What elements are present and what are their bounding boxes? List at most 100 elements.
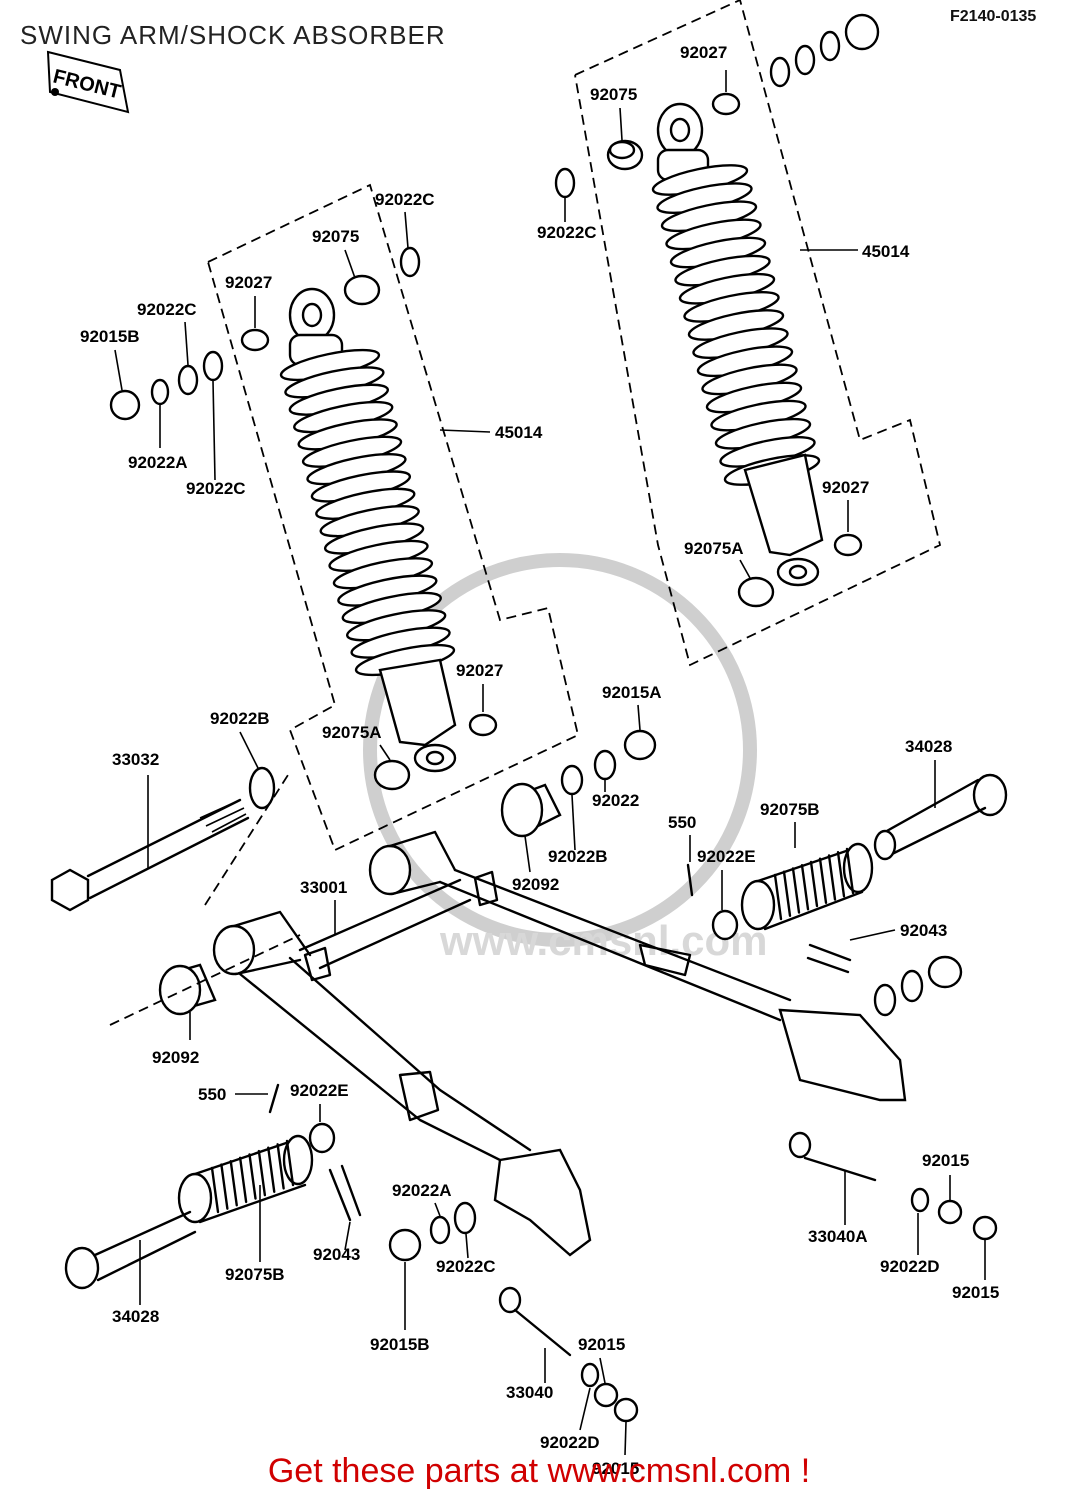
part-label-92022c-right: 92022C xyxy=(537,223,597,242)
leader-line-92015-bottom-2 xyxy=(624,1421,627,1456)
sleeve-rib xyxy=(791,867,801,914)
part-label-92022c-bottom: 92022C xyxy=(436,1257,496,1276)
sleeve-rib xyxy=(267,1146,276,1193)
washer-92022c-right xyxy=(554,167,576,199)
washer-92022 xyxy=(593,749,617,781)
left-lower-hardware xyxy=(64,963,639,1423)
washer-92022a-bottom xyxy=(429,1215,451,1245)
part-label-550-left: 550 xyxy=(198,1085,226,1104)
part-label-92022: 92022 xyxy=(592,791,639,810)
sleeve-rib xyxy=(845,847,855,895)
sleeve-rib xyxy=(809,860,819,908)
page-title: SWING ARM/SHOCK ABSORBER xyxy=(20,20,446,50)
part-label-92022e-right: 92022E xyxy=(697,847,756,866)
washer-92022d-bottom xyxy=(580,1362,600,1388)
part-label-34028-left: 34028 xyxy=(112,1307,159,1326)
part-label-33032: 33032 xyxy=(112,750,159,769)
part-label-92075b-left: 92075B xyxy=(225,1265,285,1284)
part-label-92022a-top: 92022A xyxy=(128,453,188,472)
sleeve-rib xyxy=(836,851,846,898)
pivot-shaft-34028-right xyxy=(873,773,1008,861)
cotter-pin-550-right xyxy=(686,863,694,897)
part-label-92027-left-top: 92027 xyxy=(225,273,272,292)
part-label-92015b-bottom: 92015B xyxy=(370,1335,430,1354)
washer-92022e-right xyxy=(711,909,739,941)
cap-nut-92015b-top xyxy=(109,389,141,421)
part-label-92027-right-top: 92027 xyxy=(680,43,727,62)
cotter-pin-550-left xyxy=(268,1083,280,1114)
bush-92075-left xyxy=(343,274,381,306)
part-label-92015a: 92015A xyxy=(602,683,662,702)
cap-nut-92015b-bottom xyxy=(388,1228,422,1262)
bush-92075a-right xyxy=(737,576,775,608)
right-shock-absorber xyxy=(651,102,824,587)
sleeve-rib xyxy=(818,857,828,904)
left-shock-absorber xyxy=(279,287,457,773)
collar-92027-right-bottom xyxy=(833,533,863,557)
shock-hardware xyxy=(50,13,880,912)
part-label-92075-right-top: 92075 xyxy=(590,85,637,104)
part-label-550-right: 550 xyxy=(668,813,696,832)
part-label-45014-left: 45014 xyxy=(495,423,543,442)
part-label-92075b-right: 92075B xyxy=(760,800,820,819)
nut-92015a xyxy=(623,729,657,761)
sleeve-rib xyxy=(276,1143,285,1190)
part-label-33040: 33040 xyxy=(506,1383,553,1402)
leader-line-92022c-left-top xyxy=(404,211,409,249)
bush-92092-right xyxy=(500,782,562,838)
sleeve-rib xyxy=(257,1149,267,1197)
part-label-92092-right: 92092 xyxy=(512,875,559,894)
part-label-33040a: 33040A xyxy=(808,1227,868,1246)
assembly-axis-lines xyxy=(109,774,301,1026)
part-label-92022e-left: 92022E xyxy=(290,1081,349,1100)
leader-line-92075a-left xyxy=(379,744,391,761)
leader-line-92022d-bottom xyxy=(579,1387,591,1431)
bolt-33032 xyxy=(50,766,276,912)
part-label-92015b-top: 92015B xyxy=(80,327,140,346)
washer-92022c-bottom xyxy=(453,1201,477,1235)
leader-line-92022b-right xyxy=(571,794,576,851)
nut-92015-right-2 xyxy=(972,1215,998,1241)
sleeve-rib xyxy=(773,873,783,921)
part-label-92015-right-2: 92015 xyxy=(952,1283,999,1302)
sleeve-rib xyxy=(800,864,810,911)
chain-adjuster-33040a xyxy=(788,1131,877,1182)
swing-arm-33001 xyxy=(212,830,907,1257)
pivot-sleeve-92075b-left xyxy=(177,1134,314,1224)
sleeve-rib xyxy=(782,870,792,917)
sleeve-rib xyxy=(248,1153,257,1200)
part-label-92027-right-bottom: 92027 xyxy=(822,478,869,497)
leader-line-92092-right xyxy=(524,835,531,873)
part-label-92027-left-bottom: 92027 xyxy=(456,661,503,680)
washer-stack-top-right xyxy=(769,13,880,88)
washer-92022b-right xyxy=(560,764,584,796)
washer-92022d-right xyxy=(910,1187,930,1213)
leader-line-92015-bottom-1 xyxy=(599,1357,606,1384)
bush-92075a-left xyxy=(373,759,411,791)
sleeve-rib xyxy=(210,1166,220,1214)
watermark-logo: www.cmsnl.com xyxy=(363,553,768,964)
footer-link-text[interactable]: Get these parts at www.cmsnl.com ! xyxy=(267,1452,811,1490)
part-number-labels: 92027 92075 92022C 45014 92027 92075A 92022C 92… xyxy=(80,43,999,1478)
leader-line-92022b-left xyxy=(239,731,259,769)
washer-stack-right-bottom xyxy=(873,955,963,1017)
bush-92092-left xyxy=(158,963,217,1016)
part-label-92075a-left: 92075A xyxy=(322,723,382,742)
leader-line-92043-left xyxy=(344,1221,351,1251)
front-tag-text: FRONT xyxy=(51,66,123,104)
right-shock-boundary xyxy=(574,0,942,667)
leader-lines xyxy=(114,70,986,1456)
part-label-92015-bottom-2: 92015 xyxy=(592,1459,639,1478)
sleeve-rib xyxy=(285,1139,295,1187)
nut-92015-bottom-2 xyxy=(613,1397,639,1423)
front-direction-tag: FRONT xyxy=(46,50,130,114)
bolt-92043-left xyxy=(328,1164,362,1222)
sleeve-rib xyxy=(229,1160,238,1207)
chain-adjuster-33040 xyxy=(498,1286,572,1357)
part-label-92022d-bottom: 92022D xyxy=(540,1433,600,1452)
part-label-34028-right: 34028 xyxy=(905,737,952,756)
leader-line-92043-right xyxy=(849,929,896,941)
leader-line-92075a-right xyxy=(739,559,751,579)
leader-line-45014-left xyxy=(439,429,491,433)
